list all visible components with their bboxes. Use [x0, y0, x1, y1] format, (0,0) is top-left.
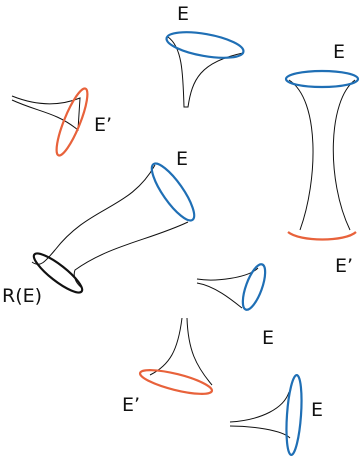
label-eprime-bottom: E’	[122, 394, 140, 416]
funnel-top-center-mouth-blue	[165, 31, 245, 59]
funnel-right-middle-mouth-blue	[241, 263, 267, 311]
label-e-bottom-right: E	[311, 399, 323, 421]
funnel-diagonal	[31, 162, 196, 294]
label-e-diagonal: E	[176, 148, 188, 170]
funnel-left-outline	[11, 95, 81, 132]
funnel-top-right	[284, 69, 360, 241]
funnel-bottom-left-mouth-orange	[138, 369, 214, 395]
funnel-left-mouth-orange	[55, 87, 89, 157]
funnel-right-middle	[196, 263, 267, 311]
funnel-top-center	[165, 31, 245, 108]
funnel-top-right-mouth-orange	[287, 231, 357, 241]
label-e-top-center: E	[177, 3, 189, 25]
funnel-diagonal-outline	[31, 164, 189, 289]
funnel-top-right-outline	[288, 79, 356, 231]
funnel-bottom-right-outline	[229, 391, 291, 439]
label-e-top-right: E	[333, 41, 345, 63]
funnel-diagonal-mouth-blue	[150, 162, 196, 222]
funnel-bottom-left-outline	[149, 317, 213, 386]
funnel-diagonal-mouth-black	[32, 252, 84, 294]
label-eprime-left: E’	[94, 114, 112, 136]
funnel-top-right-mouth-blue	[284, 69, 360, 89]
funnel-top-center-outline	[167, 36, 244, 108]
funnel-bottom-right	[229, 373, 303, 457]
funnel-right-middle-outline	[196, 267, 259, 309]
funnel-bottom-right-mouth-blue	[285, 373, 303, 457]
label-eprime-right: E’	[335, 255, 353, 277]
label-e-right-middle: E	[262, 327, 274, 349]
funnel-left	[11, 87, 89, 157]
label-r-of-e: R(E)	[2, 285, 42, 307]
funnel-bottom-left	[138, 317, 214, 395]
